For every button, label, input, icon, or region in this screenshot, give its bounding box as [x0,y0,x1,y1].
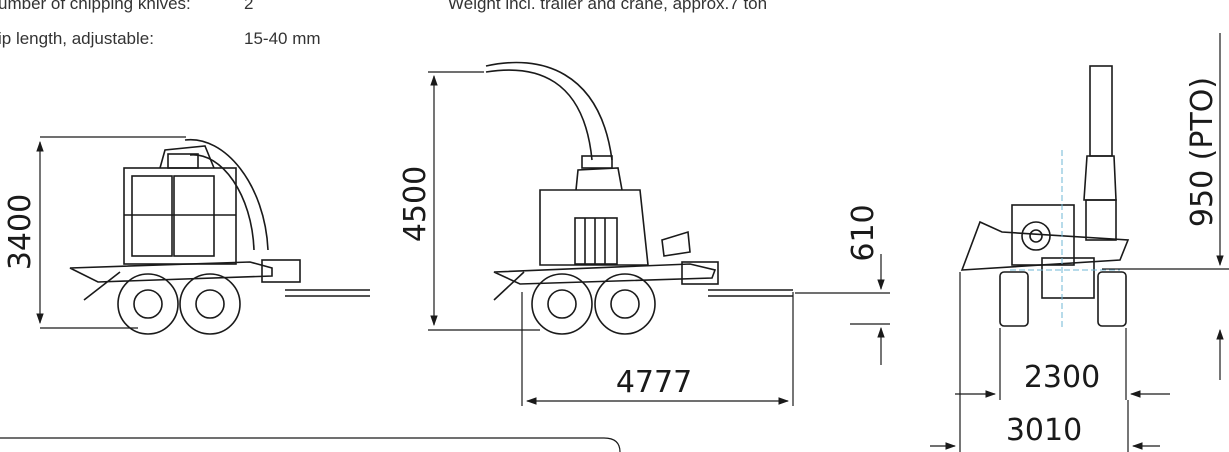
side-height-label: 3400 [3,194,38,270]
spec-knives-label: umber of chipping knives: [0,0,191,13]
side-height-dimension [36,136,186,329]
rear-pto-dimension [1102,33,1229,380]
front-pto-dimension [795,254,890,365]
spec-weight: Weight incl. trailer and crane, approx.7… [448,0,768,13]
side-view-machine [69,138,370,335]
front-height-dimension [428,71,540,331]
spec-chip-label: ip length, adjustable: [0,29,154,48]
rear-outer-width-dimension [930,272,1160,452]
rear-outer-width-label: 3010 [1006,413,1082,448]
rear-inner-width-label: 2300 [1024,360,1100,395]
rear-centerline [1010,150,1120,330]
spec-knives-value: 2 [244,0,254,13]
spec-chip-value: 15-40 mm [244,29,321,48]
rear-inner-width-dimension [955,328,1170,400]
rear-view-machine [960,65,1130,327]
front-length-dimension [521,292,794,406]
info-box-outline [0,437,621,452]
front-pto-label: 610 [846,204,881,261]
front-view-machine [485,61,793,335]
front-height-label: 4500 [398,166,433,242]
rear-pto-label: 950 (PTO) [1185,77,1220,227]
front-length-label: 4777 [616,365,692,400]
